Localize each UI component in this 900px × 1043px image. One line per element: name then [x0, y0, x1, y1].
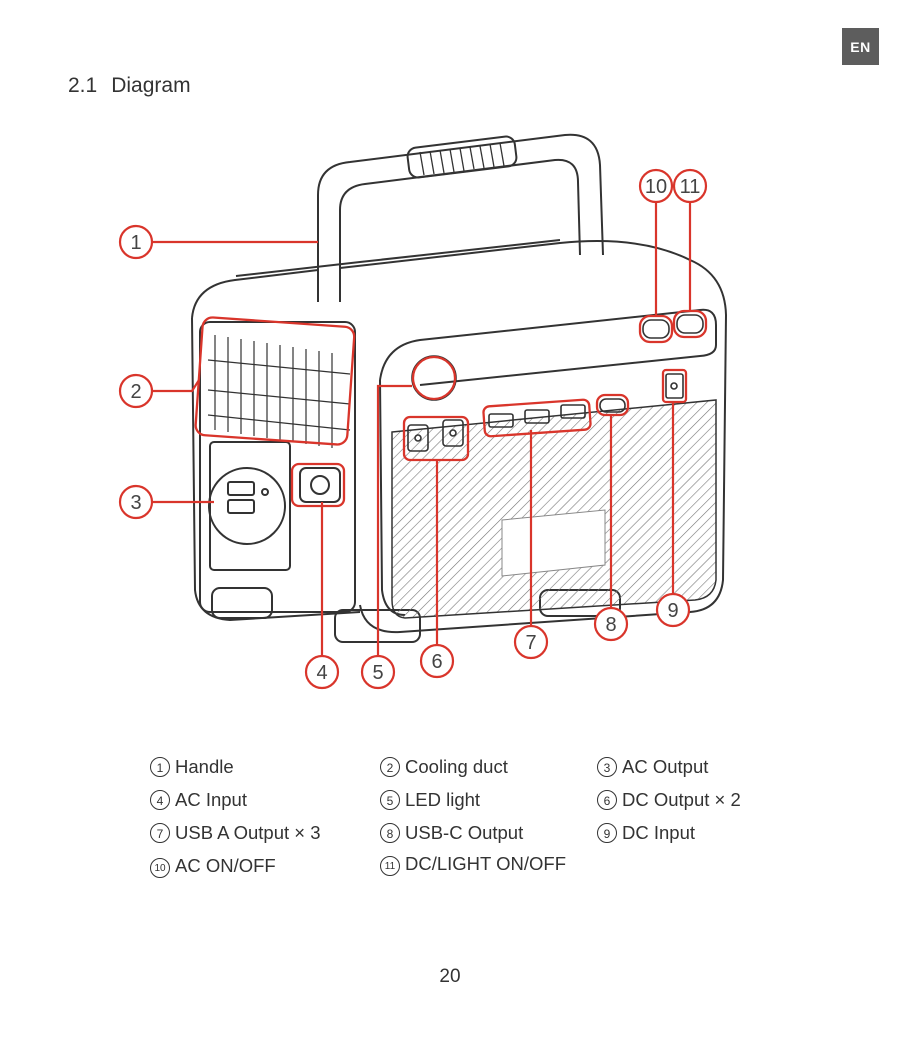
device-body-drawing [191, 239, 728, 643]
legend-label: Cooling duct [405, 756, 508, 777]
section-title: 2.1 Diagram [68, 74, 191, 98]
legend-marker: 8 [380, 823, 400, 843]
language-badge: EN [842, 28, 879, 65]
callout-3-number: 3 [130, 492, 141, 514]
callout-1-number: 1 [130, 232, 141, 254]
cooling-fins-drawing [207, 335, 351, 448]
legend-marker: 4 [150, 790, 170, 810]
callout-4-number: 4 [316, 662, 327, 684]
callout-10 [638, 168, 674, 204]
callout-7-number: 7 [525, 632, 536, 654]
power-station-diagram: 1 2 3 4 5 6 7 8 9 10 11 [118, 133, 728, 690]
callout-8 [593, 606, 629, 642]
callout-11 [672, 168, 708, 204]
handle-drawing [317, 133, 604, 302]
callout-6-number: 6 [431, 651, 442, 673]
legend-label: LED light [405, 789, 481, 810]
page-number: 20 [439, 966, 461, 987]
callout-11-number: 11 [680, 176, 701, 198]
label-plate [501, 509, 606, 577]
grille-panel [391, 399, 717, 619]
legend-label: AC ON/OFF [175, 855, 276, 876]
callout-2-number: 2 [130, 381, 141, 403]
legend-label: AC Input [175, 789, 247, 810]
callout-9-number: 9 [667, 600, 678, 622]
legend-marker: 10 [150, 858, 170, 878]
legend-marker: 9 [597, 823, 617, 843]
callout-5 [360, 654, 396, 690]
legend-label: USB-C Output [405, 822, 524, 843]
legend-marker: 3 [597, 757, 617, 777]
callout-9 [655, 592, 691, 628]
legend-label: Handle [175, 756, 234, 777]
section-number: 2.1 [68, 74, 98, 97]
callout-6 [419, 643, 455, 679]
callout-1 [118, 224, 154, 260]
callout-numbers: 1 2 3 4 5 6 7 8 9 10 11 [130, 176, 700, 684]
legend-label: DC Output × 2 [622, 789, 741, 810]
legend-marker: 11 [380, 856, 400, 876]
legend-marker: 6 [597, 790, 617, 810]
legend-marker: 5 [380, 790, 400, 810]
callout-2 [118, 373, 154, 409]
section-title-text: Diagram [111, 74, 191, 97]
legend-marker: 2 [380, 757, 400, 777]
legend-marker: 7 [150, 823, 170, 843]
legend-label: DC Input [622, 822, 696, 843]
callout-3 [118, 484, 154, 520]
callout-7 [513, 624, 549, 660]
legend-label: DC/LIGHT ON/OFF [405, 853, 567, 874]
legend-label: USB A Output × 3 [175, 822, 321, 843]
callout-markers [118, 168, 708, 690]
legend-label: AC Output [622, 756, 709, 777]
legend-marker: 1 [150, 757, 170, 777]
callout-10-number: 10 [645, 176, 667, 198]
callout-4 [304, 654, 340, 690]
callout-8-number: 8 [605, 614, 616, 636]
callout-5-number: 5 [372, 662, 383, 684]
leader-lines [152, 202, 692, 656]
